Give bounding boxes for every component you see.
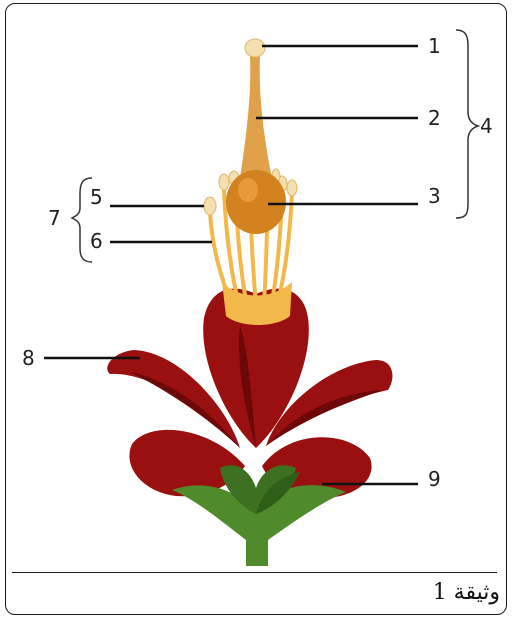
- ovary: [226, 170, 286, 234]
- brace-7: [72, 178, 92, 262]
- label-4: 4: [480, 114, 493, 138]
- label-2: 2: [428, 106, 441, 130]
- label-7: 7: [48, 206, 61, 230]
- stigma: [245, 39, 265, 57]
- caption-divider: [12, 572, 497, 573]
- label-3: 3: [428, 184, 441, 208]
- label-6: 6: [90, 229, 103, 253]
- label-5: 5: [90, 185, 103, 209]
- ovary-highlight: [238, 178, 258, 202]
- document-caption: وثيقة 1: [433, 580, 500, 605]
- label-1: 1: [428, 34, 441, 58]
- label-8: 8: [22, 346, 35, 370]
- label-9: 9: [428, 467, 441, 491]
- brace-4: [456, 30, 478, 218]
